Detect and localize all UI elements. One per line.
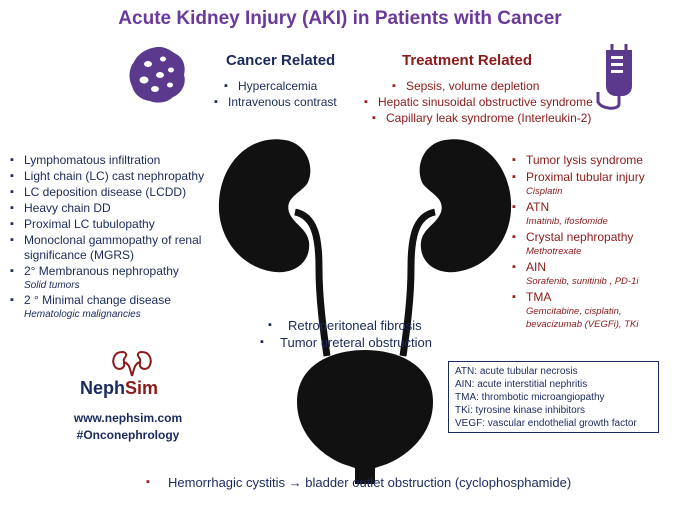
list-item: AIN Sorafenib, sunitinib , PD-1i bbox=[512, 260, 677, 288]
tumor-cell-icon bbox=[129, 46, 185, 103]
list-item: Intravenous contrast bbox=[214, 94, 337, 110]
cause-note: Sorafenib, sunitinib , PD-1i bbox=[526, 276, 639, 287]
legend-item: VEGF: vascular endothelial growth factor bbox=[455, 418, 637, 429]
cause-label: Proximal LC tubulopathy bbox=[24, 217, 155, 231]
cause-label: AIN bbox=[526, 260, 547, 274]
list-item: Light chain (LC) cast nephropathy bbox=[10, 169, 225, 184]
list-item: Tumor ureteral obstruction bbox=[260, 334, 432, 351]
cause-label: Proximal tubular injury bbox=[526, 170, 645, 184]
cause-label: Heavy chain DD bbox=[24, 201, 111, 215]
list-item: Capillary leak syndrome (Interleukin-2) bbox=[372, 110, 593, 126]
cause-label: LC deposition disease (LCDD) bbox=[24, 185, 187, 199]
cause-label: TMA bbox=[526, 290, 552, 304]
cause-label: 2 ° Minimal change disease bbox=[24, 293, 171, 307]
list-item: Tumor lysis syndrome bbox=[512, 153, 677, 168]
list-item: Monoclonal gammopathy of renal significa… bbox=[10, 233, 225, 263]
cause-label: Crystal nephropathy bbox=[526, 230, 634, 244]
cause-note: Methotrexate bbox=[526, 246, 582, 257]
cause-note: Gemcitabine, cisplatin, bevacizumab (VEG… bbox=[526, 306, 639, 330]
treatment-related-list: Sepsis, volume depletion Hepatic sinusoi… bbox=[364, 78, 593, 126]
cause-label: Lymphomatous infiltration bbox=[24, 153, 161, 167]
cause-label: Tumor lysis syndrome bbox=[526, 153, 643, 167]
list-item: Proximal LC tubulopathy bbox=[10, 217, 225, 232]
website-link[interactable]: www.nephsim.com bbox=[73, 411, 183, 425]
list-item: Lymphomatous infiltration bbox=[10, 153, 225, 168]
hashtag: #Onconephrology bbox=[76, 428, 180, 442]
cause-label: Monoclonal gammopathy of renal significa… bbox=[24, 233, 202, 262]
website-block: www.nephsim.com #Onconephrology bbox=[58, 410, 198, 444]
cancer-related-list: Hypercalcemia Intravenous contrast bbox=[214, 78, 337, 110]
treatment-related-heading: Treatment Related bbox=[402, 52, 533, 69]
list-item: ATN Imatinib, ifosfomide bbox=[512, 200, 677, 228]
bottom-cause-list: Hemorrhagic cystitis → bladder outlet ob… bbox=[146, 475, 571, 490]
legend-item: TKi: tyrosine kinase inhibitors bbox=[455, 405, 586, 416]
nephsim-logo-icon bbox=[112, 350, 152, 377]
legend-item: AIN: acute interstitial nephritis bbox=[455, 379, 588, 390]
cause-label: Light chain (LC) cast nephropathy bbox=[24, 169, 205, 183]
cause-label: 2° Membranous nephropathy bbox=[24, 264, 179, 278]
cancer-related-heading: Cancer Related bbox=[226, 52, 336, 69]
cause-note: Hematologic malignancies bbox=[24, 309, 141, 320]
iv-bag-icon bbox=[596, 44, 632, 110]
list-item: LC deposition disease (LCDD) bbox=[10, 185, 225, 200]
page-title: Acute Kidney Injury (AKI) in Patients wi… bbox=[118, 8, 562, 29]
list-item: Hypercalcemia bbox=[224, 78, 337, 94]
left-causes-list: Lymphomatous infiltration Light chain (L… bbox=[10, 153, 225, 322]
legend-item: ATN: acute tubular necrosis bbox=[455, 366, 578, 377]
right-kidney-shape bbox=[419, 139, 512, 273]
cause-note: Solid tumors bbox=[24, 280, 80, 291]
left-kidney-shape bbox=[218, 139, 311, 273]
cause-note: Cisplatin bbox=[526, 186, 563, 197]
center-causes-list: Retroperitoneal fibrosis Tumor ureteral … bbox=[260, 317, 432, 351]
list-item: Sepsis, volume depletion bbox=[392, 78, 593, 94]
bladder-shape bbox=[297, 350, 433, 484]
legend-item: TMA: thrombotic microangiopathy bbox=[455, 392, 605, 403]
logo-part-sim: Sim bbox=[125, 378, 159, 398]
cause-label: ATN bbox=[526, 200, 550, 214]
list-item: TMA Gemcitabine, cisplatin, bevacizumab (… bbox=[512, 290, 677, 331]
list-item: Hemorrhagic cystitis → bladder outlet ob… bbox=[146, 475, 571, 490]
right-causes-list: Tumor lysis syndrome Proximal tubular in… bbox=[512, 153, 677, 333]
list-item: Retroperitoneal fibrosis bbox=[268, 317, 432, 334]
list-item: Heavy chain DD bbox=[10, 201, 225, 216]
logo-part-neph: Neph bbox=[80, 378, 125, 398]
abbreviation-legend: ATN: acute tubular necrosis AIN: acute i… bbox=[448, 361, 659, 433]
list-item: Hepatic sinusoidal obstructive syndrome bbox=[364, 94, 593, 110]
cause-note: Imatinib, ifosfomide bbox=[526, 216, 608, 227]
nephsim-logo-text: NephSim bbox=[80, 378, 158, 399]
